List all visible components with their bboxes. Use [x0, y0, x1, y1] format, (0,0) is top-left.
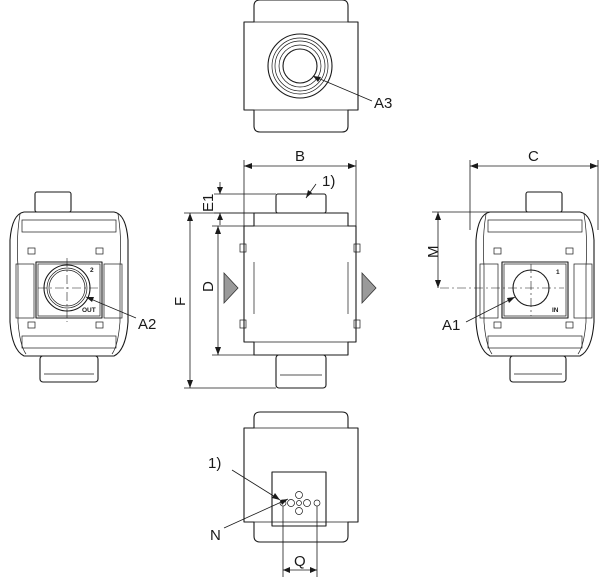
label-a3: A3	[374, 95, 392, 112]
label-d: D	[200, 281, 217, 292]
bottom-view: 1) N Q	[208, 411, 359, 577]
flow-direction-out-arrow	[361, 271, 377, 305]
label-n: N	[210, 527, 221, 544]
label-f: F	[172, 297, 189, 306]
label-a1: A1	[442, 317, 460, 334]
port-mark-1: 1	[556, 269, 560, 276]
port-mark-2: 2	[90, 267, 94, 274]
label-a2: A2	[138, 316, 156, 333]
top-view: A3	[243, 0, 392, 133]
port-mark-in: IN	[552, 307, 559, 314]
label-e1: E1	[200, 194, 217, 212]
right-view: IN 1 C M A1	[425, 148, 599, 383]
label-c: C	[528, 148, 539, 165]
label-q: Q	[294, 553, 306, 570]
label-note-top: 1)	[322, 173, 335, 190]
port-mark-out: OUT	[82, 307, 96, 314]
flow-direction-in-arrow	[223, 271, 239, 305]
label-b: B	[295, 148, 305, 165]
front-view: B 1) E1 D F	[172, 148, 377, 389]
label-note-bottom: 1)	[208, 455, 221, 472]
left-view: OUT 2 A2	[9, 191, 156, 383]
label-m: M	[425, 246, 442, 259]
